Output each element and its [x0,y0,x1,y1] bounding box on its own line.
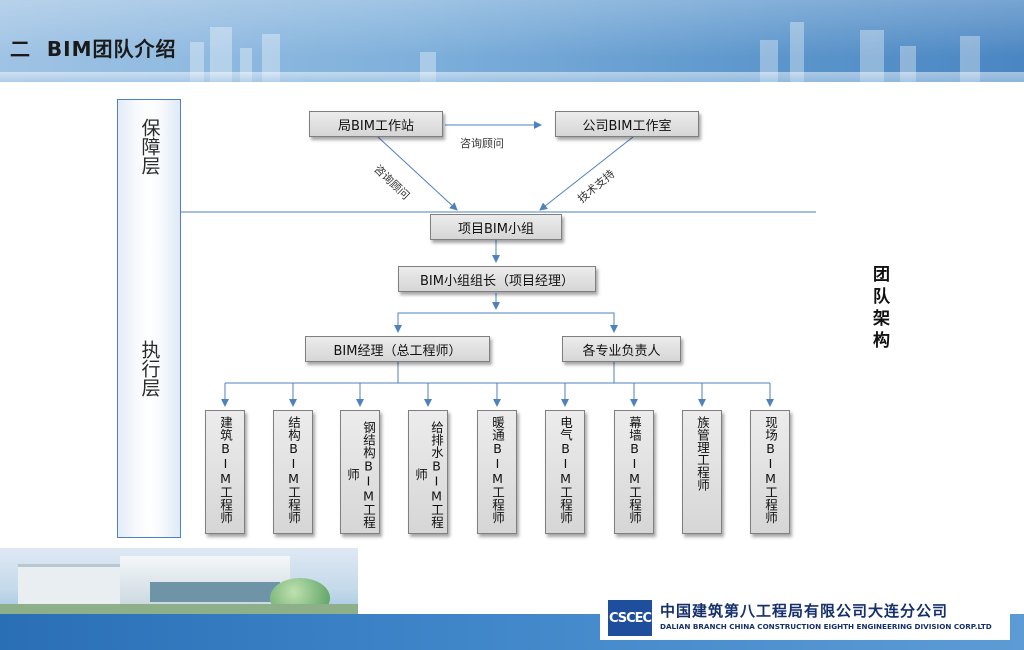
node-project-bim-group: 项目BIM小组 [430,214,562,240]
skyline-building [210,27,232,82]
building-glass [150,582,280,602]
building-photo [0,548,358,618]
engineer-electrical: 电气BIM工程师 [545,410,585,534]
header-banner: 二 BIM团队介绍 [0,0,1024,82]
edge-bureau-project [377,136,458,211]
edge-company-project [539,136,634,211]
company-name-en: DALIAN BRANCH CHINA CONSTRUCTION EIGHTH … [660,622,992,631]
node-company-bim-studio: 公司BIM工作室 [555,111,699,137]
engineer-curtain-wall: 幕墙BIM工程师 [614,410,654,534]
edge-leader-leads [496,312,618,333]
skyline-building [960,36,980,82]
engineer-family-management: 族管理工程师 [682,410,722,534]
engineer-structure: 结构BIM工程师 [273,410,313,534]
page-title: 二 BIM团队介绍 [10,37,177,61]
team-structure-label: 团队架构 [869,265,889,353]
skyline-building [760,40,778,82]
engineer-plumbing: 给排水BIM工程师 [408,410,448,534]
skyline-building [790,22,804,82]
company-name-cn: 中国建筑第八工程局有限公司大连分公司 [660,602,949,620]
building-block [18,564,128,607]
node-discipline-leads: 各专业负责人 [562,336,681,362]
node-bureau-bim-station: 局BIM工作站 [309,111,443,137]
engineer-architecture: 建筑BIM工程师 [205,410,245,534]
engineer-hvac: 暖通BIM工程师 [477,410,517,534]
layer-column [117,99,181,538]
skyline-building [262,34,280,82]
edge-leader-manager [394,312,496,333]
node-bim-manager: BIM经理（总工程师） [305,336,490,362]
banner-water [0,72,1024,82]
engineer-site: 现场BIM工程师 [750,410,790,534]
support-layer-label: 保障层 [138,118,161,175]
edge-label-consult-top: 咨询顾问 [460,137,504,150]
footer-logo-panel [600,596,1010,640]
node-group-leader: BIM小组组长（项目经理） [398,266,596,292]
execution-layer-label: 执行层 [138,340,161,397]
banner-sky [0,0,1024,82]
engineer-steel-structure: 钢结构BIM工程师 [340,410,380,534]
company-logo: CSCEC [608,600,652,636]
